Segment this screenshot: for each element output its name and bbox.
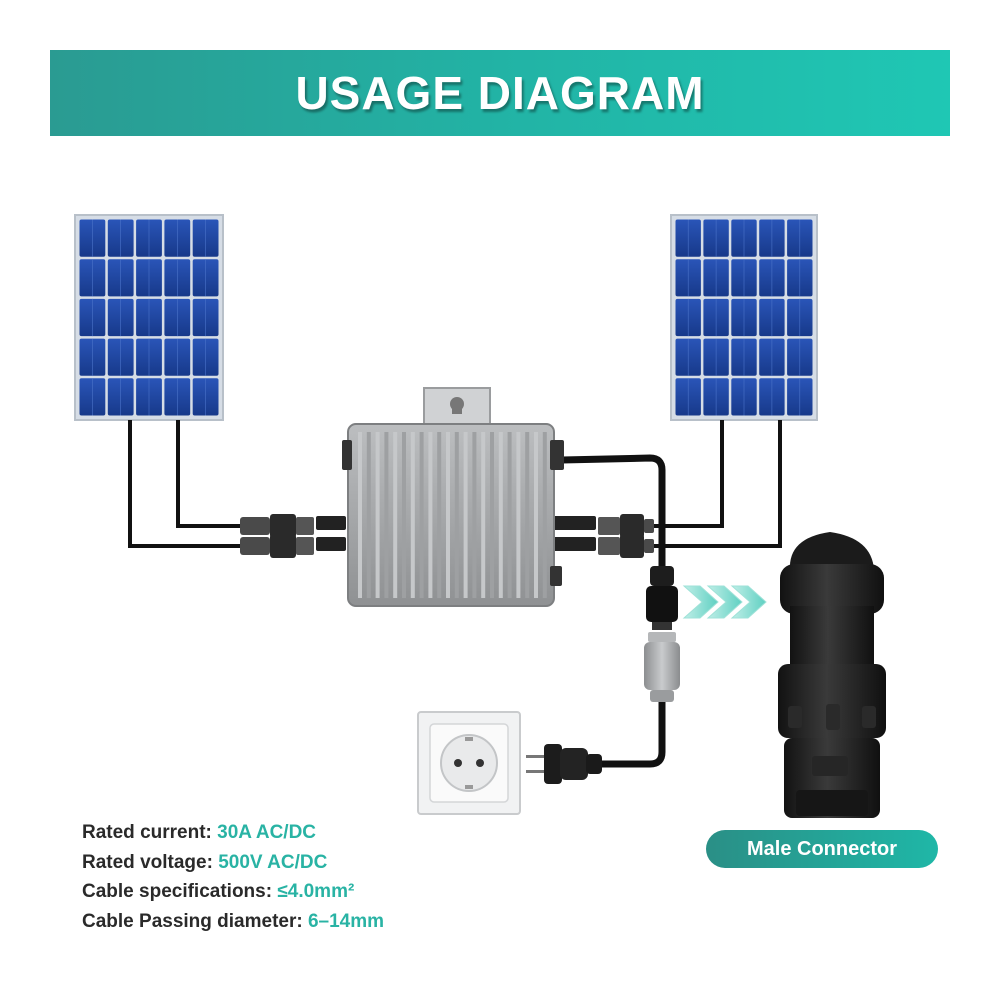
heatsink-fin bbox=[446, 432, 450, 598]
heatsink-fin bbox=[428, 432, 433, 598]
dc-cables bbox=[128, 420, 782, 548]
heatsink-fin bbox=[481, 432, 486, 598]
male-connector-image bbox=[778, 532, 886, 818]
specifications-list: Rated current: 30A AC/DC Rated voltage: … bbox=[82, 818, 384, 936]
heatsink-fin bbox=[437, 432, 442, 598]
spec-rated-voltage: Rated voltage: 500V AC/DC bbox=[82, 851, 328, 873]
inverter-dc-inputs-right bbox=[550, 516, 596, 551]
title-banner: USAGE DIAGRAM bbox=[50, 50, 950, 136]
ac-inline-connector bbox=[644, 566, 680, 702]
spec-cable-specifications: Cable specifications: ≤4.0mm² bbox=[82, 881, 355, 902]
male-connector-label: Male Connector bbox=[706, 830, 938, 868]
heatsink-fin bbox=[542, 432, 547, 598]
inverter-dc-inputs-left bbox=[316, 516, 346, 551]
heatsink-fin bbox=[463, 432, 468, 598]
heatsink-fin bbox=[419, 432, 424, 598]
heatsink-fin bbox=[393, 432, 398, 598]
wall-socket bbox=[417, 711, 521, 815]
heatsink-fin bbox=[454, 432, 459, 598]
spec-rated-current: Rated current: 30A AC/DC bbox=[82, 822, 317, 843]
heatsink-fin bbox=[366, 432, 371, 598]
heatsink-fin bbox=[384, 432, 389, 598]
heatsink-fin bbox=[375, 432, 380, 598]
heatsink-fin bbox=[516, 432, 521, 598]
male-connector-label-text: Male Connector bbox=[746, 837, 898, 860]
spec-cable-passing-diameter: Cable Passing diameter: 6–14mm bbox=[82, 910, 385, 932]
heatsink-fin bbox=[410, 432, 415, 598]
mc4-connector-left-bottom bbox=[240, 534, 314, 558]
power-plug bbox=[526, 744, 602, 784]
mc4-connector-right-top bbox=[598, 514, 654, 538]
banner-title: USAGE DIAGRAM bbox=[295, 67, 705, 119]
heatsink-fin bbox=[534, 432, 538, 598]
solar-panel-left bbox=[74, 214, 224, 421]
heatsink-fin bbox=[525, 432, 530, 598]
heatsink-fin bbox=[472, 432, 477, 598]
microinverter bbox=[342, 387, 564, 607]
chevron-arrows-icon bbox=[682, 585, 767, 619]
ac-cable bbox=[561, 454, 666, 768]
heatsink-fin bbox=[498, 432, 503, 598]
solar-panel-right bbox=[670, 214, 818, 421]
mc4-connector-left-top bbox=[240, 514, 314, 538]
heatsink-fin bbox=[358, 432, 362, 598]
mc4-connector-right-bottom bbox=[598, 534, 654, 558]
heatsink-fin bbox=[507, 432, 512, 598]
heatsink-fin bbox=[490, 432, 494, 598]
heatsink-fin bbox=[402, 432, 406, 598]
